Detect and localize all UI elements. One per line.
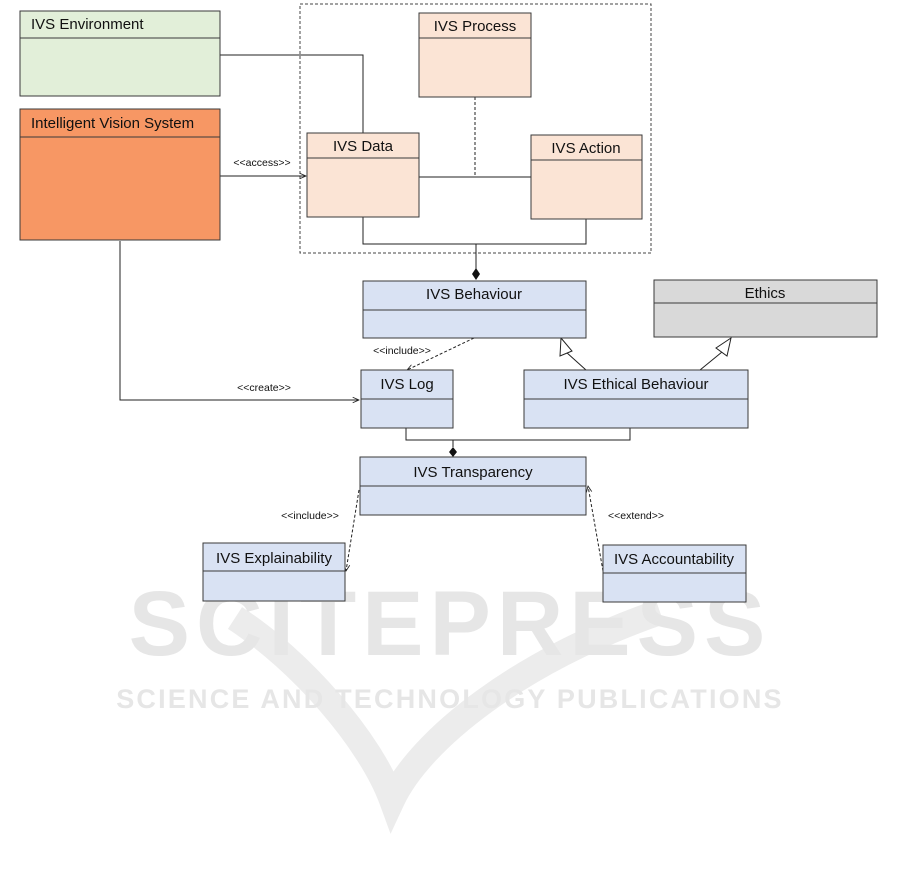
composition-diamond-transparency — [449, 447, 457, 457]
environment-data-link — [220, 55, 363, 133]
extend-arrow — [588, 486, 603, 571]
label-create: <<create>> — [237, 382, 291, 394]
class-ivs-log[interactable]: IVS Log — [361, 370, 453, 428]
class-ivs-accountability[interactable]: IVS Accountability — [603, 545, 746, 602]
class-name-ivs-transparency: IVS Transparency — [413, 464, 533, 481]
class-name-ethics: Ethics — [745, 285, 786, 302]
generalization-triangle-ethics — [716, 338, 731, 356]
generalization-ethics — [700, 352, 722, 370]
class-ivs-transparency[interactable]: IVS Transparency — [360, 457, 586, 515]
label-extend: <<extend>> — [608, 510, 664, 522]
generalization-triangle-behaviour — [560, 338, 572, 356]
generalization-behaviour — [566, 352, 586, 370]
create-arrow — [120, 241, 359, 400]
class-name-intelligent-vision-system: Intelligent Vision System — [31, 115, 194, 132]
log-ethical-composition — [406, 428, 630, 440]
class-ivs-ethical-behaviour[interactable]: IVS Ethical Behaviour — [524, 370, 748, 428]
class-ivs-environment[interactable]: IVS Environment — [20, 11, 220, 96]
include-explainability-arrow — [346, 490, 359, 571]
class-name-ivs-environment: IVS Environment — [31, 16, 144, 33]
class-name-ivs-accountability: IVS Accountability — [614, 551, 735, 568]
class-ivs-behaviour[interactable]: IVS Behaviour — [363, 281, 586, 338]
class-ethics[interactable]: Ethics — [654, 280, 877, 337]
watermark: SCITEPRESS SCIENCE AND TECHNOLOGY PUBLIC… — [116, 573, 784, 800]
data-action-composition — [363, 217, 586, 244]
label-access: <<access>> — [233, 157, 290, 169]
class-name-ivs-action: IVS Action — [551, 140, 620, 157]
class-name-ivs-data: IVS Data — [333, 138, 394, 155]
class-name-ivs-behaviour: IVS Behaviour — [426, 286, 522, 303]
class-ivs-action[interactable]: IVS Action — [531, 135, 642, 219]
watermark-subtitle: SCIENCE AND TECHNOLOGY PUBLICATIONS — [116, 684, 784, 714]
class-intelligent-vision-system[interactable]: Intelligent Vision System — [20, 109, 220, 240]
class-name-ivs-explainability: IVS Explainability — [216, 550, 332, 567]
class-name-ivs-process: IVS Process — [434, 18, 517, 35]
class-ivs-data[interactable]: IVS Data — [307, 133, 419, 217]
class-name-ivs-ethical-behaviour: IVS Ethical Behaviour — [563, 376, 708, 393]
label-include-explainability: <<include>> — [281, 510, 339, 522]
class-name-ivs-log: IVS Log — [380, 376, 433, 393]
label-include-log: <<include>> — [373, 345, 431, 357]
class-ivs-process[interactable]: IVS Process — [419, 13, 531, 97]
class-ivs-explainability[interactable]: IVS Explainability — [203, 543, 345, 601]
composition-diamond-behaviour — [472, 268, 480, 280]
